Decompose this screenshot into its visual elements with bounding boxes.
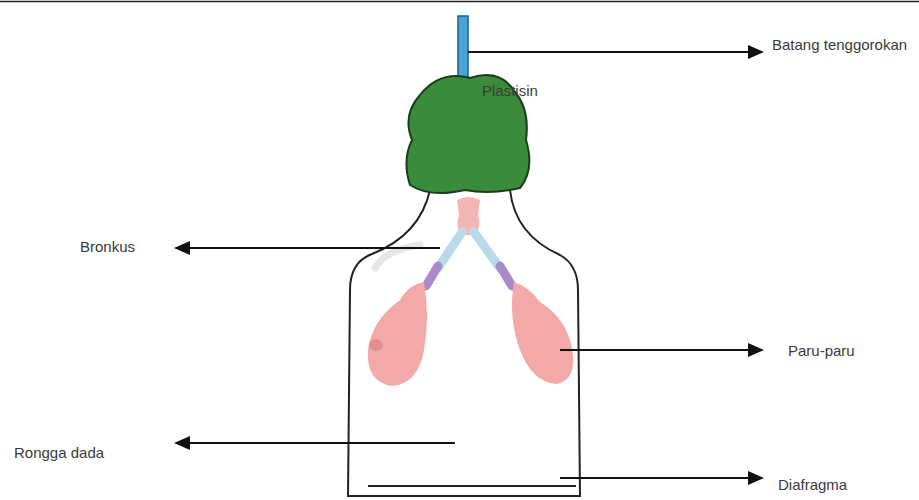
- bronchus-right: [474, 232, 500, 268]
- connector-left: [426, 266, 438, 286]
- lung-spot: [369, 339, 383, 351]
- arrowhead: [174, 241, 190, 255]
- diaphragm-line: [368, 485, 576, 487]
- top-rule: [0, 1, 919, 3]
- part-label: Rongga dada: [14, 442, 164, 464]
- leader-line: [186, 247, 440, 249]
- arrowhead: [174, 436, 190, 450]
- leader-line: [560, 477, 752, 479]
- connector-right: [500, 266, 512, 286]
- lung-right: [512, 282, 573, 384]
- part-label: Diafragma: [778, 474, 908, 496]
- leader-line: [468, 51, 752, 53]
- arrowhead: [748, 343, 764, 357]
- part-label: Plastisin: [482, 80, 572, 102]
- part-label: Paru-paru: [788, 340, 908, 362]
- lung-left: [368, 282, 427, 386]
- arrowhead: [748, 45, 764, 59]
- part-label: Bronkus: [80, 236, 170, 258]
- leader-line: [560, 349, 752, 351]
- arrowhead: [748, 471, 764, 485]
- straw: [458, 16, 468, 78]
- leader-line: [186, 442, 455, 444]
- part-label: Batang tenggorokan: [772, 34, 912, 56]
- bronchus-left: [438, 232, 462, 268]
- bottle-outline: [348, 190, 580, 496]
